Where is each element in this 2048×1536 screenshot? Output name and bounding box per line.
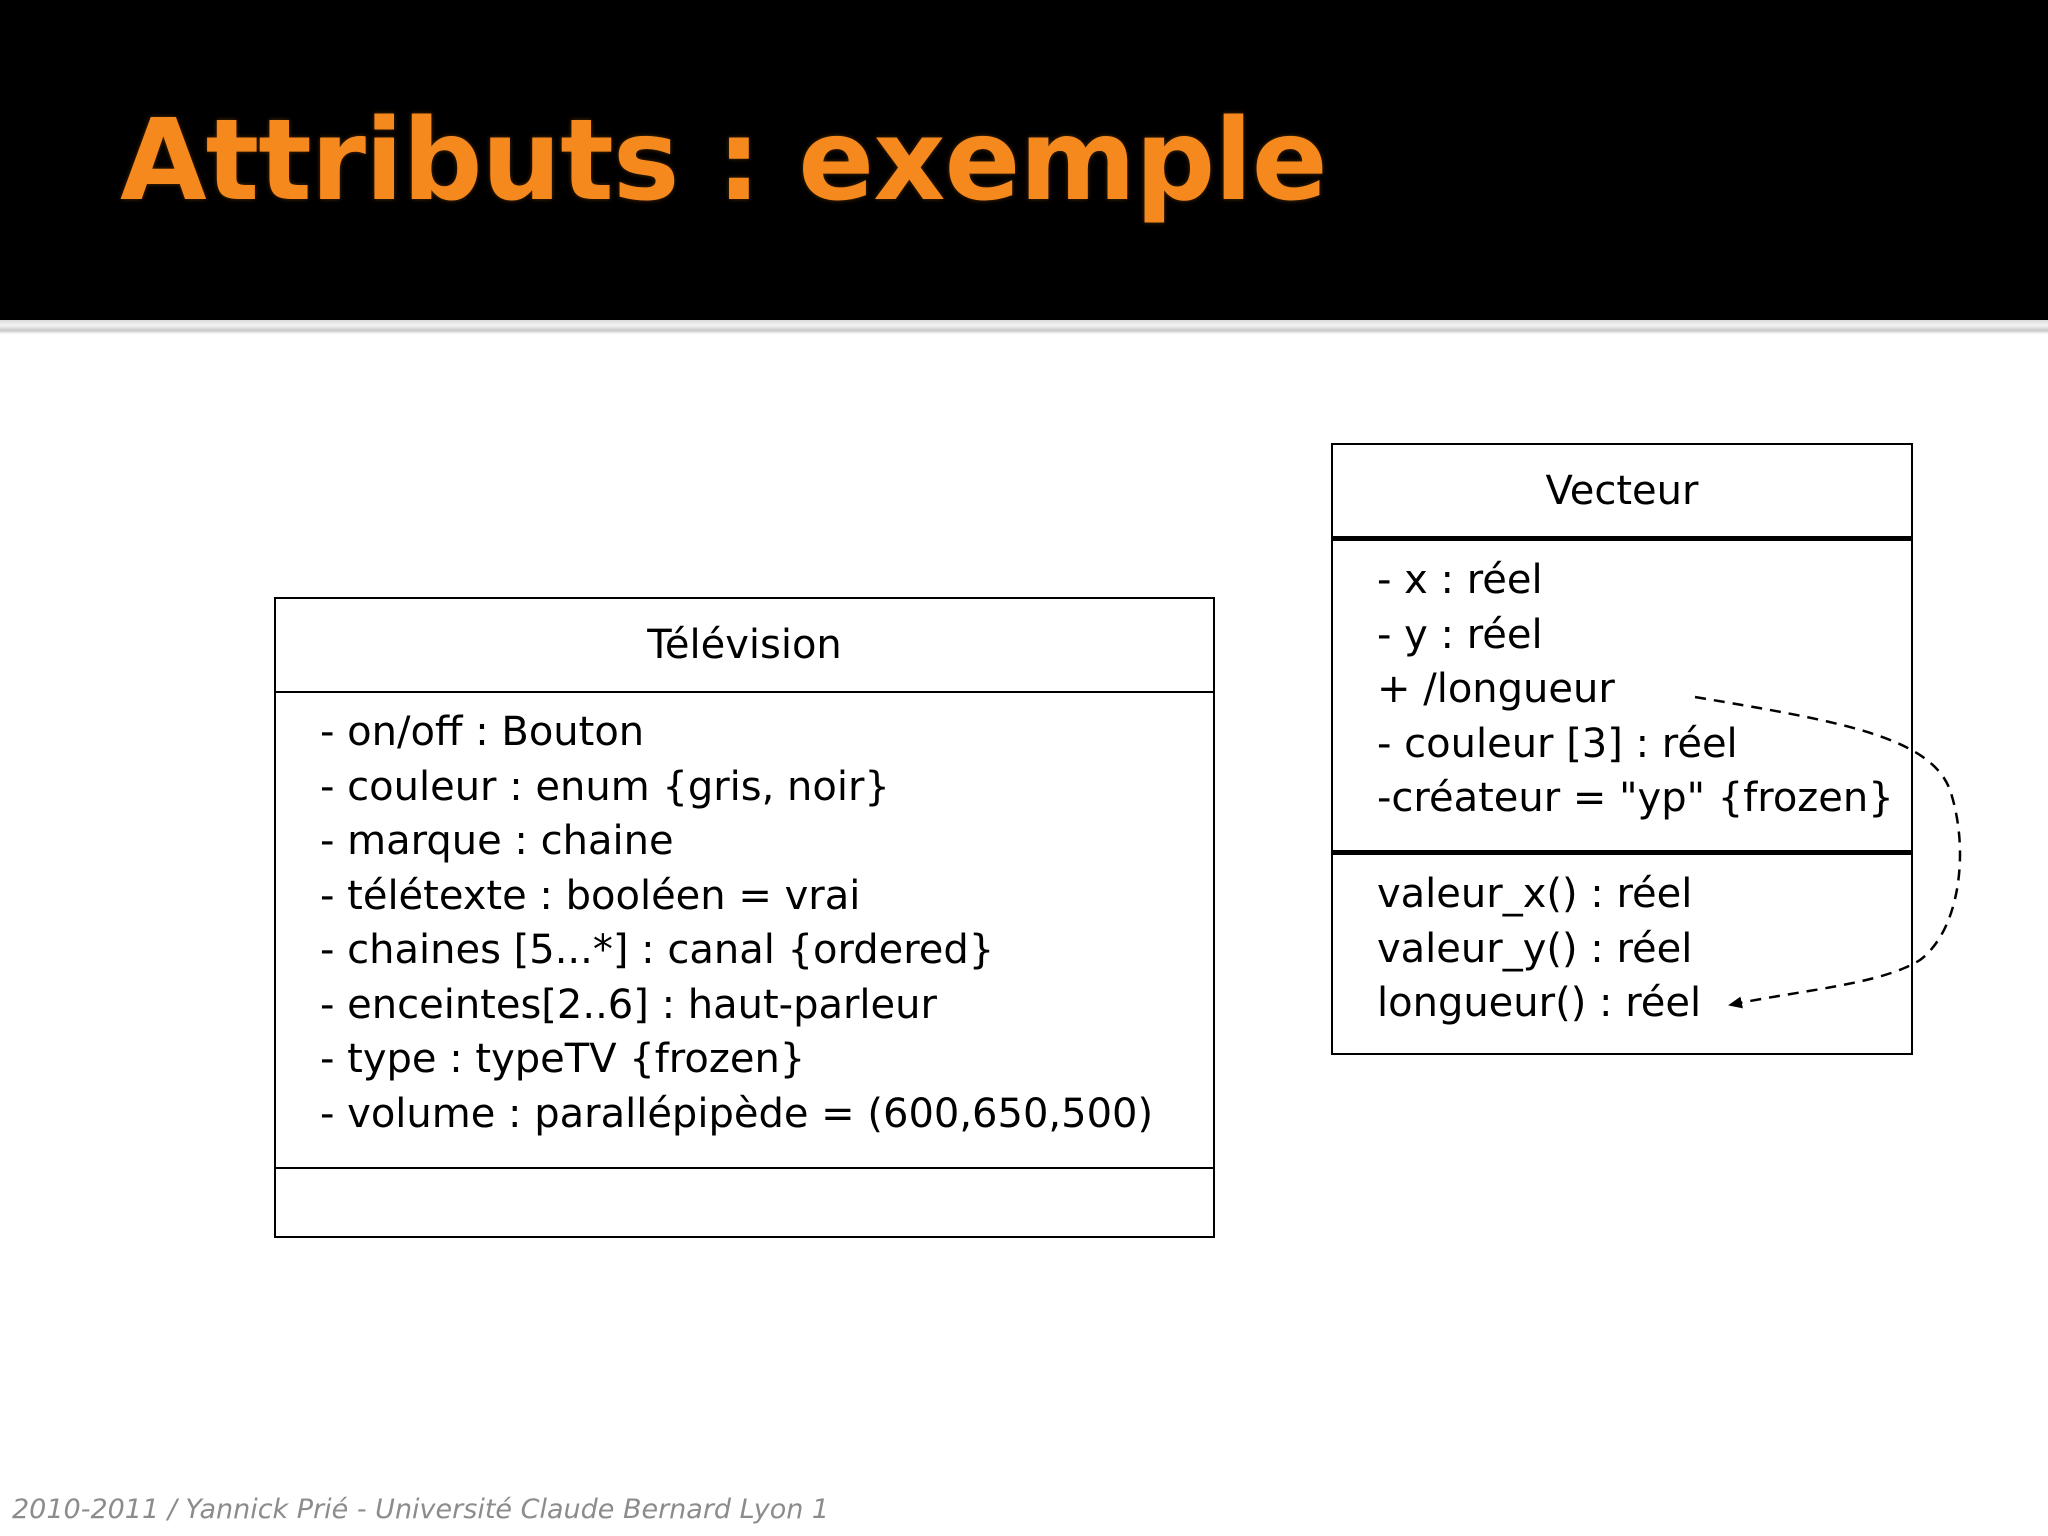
television-attribute: - type : typeTV {frozen} bbox=[320, 1036, 806, 1082]
vecteur-attributes: - x : réel - y : réel + /longueur - coul… bbox=[1333, 541, 1911, 855]
vecteur-attribute: - y : réel bbox=[1377, 611, 1543, 658]
vecteur-attribute: - couleur [3] : réel bbox=[1377, 720, 1738, 767]
television-attribute: - chaines [5...*] : canal {ordered} bbox=[320, 927, 995, 973]
vecteur-operation-longueur: longueur() : réel bbox=[1377, 980, 1702, 1026]
television-attribute: - télétexte : booléen = vrai bbox=[320, 872, 861, 919]
television-attribute: - enceintes[2..6] : haut-parleur bbox=[320, 981, 937, 1028]
vecteur-class-box: Vecteur - x : réel - y : réel + /longueu… bbox=[1331, 443, 1913, 1055]
television-class-name: Télévision bbox=[276, 599, 1213, 693]
television-attribute: - couleur : enum {gris, noir} bbox=[320, 763, 890, 810]
vecteur-class-name: Vecteur bbox=[1333, 445, 1911, 541]
slide-title: Attributs : exemple bbox=[120, 96, 1328, 226]
vecteur-operation: valeur_x() : réel bbox=[1377, 871, 1693, 917]
television-operations bbox=[276, 1169, 1213, 1235]
vecteur-attribute-derived: + /longueur bbox=[1377, 666, 1615, 712]
vecteur-operations: valeur_x() : réel valeur_y() : réel long… bbox=[1333, 855, 1911, 1055]
header-divider bbox=[0, 320, 2048, 334]
vecteur-attribute: - x : réel bbox=[1377, 557, 1543, 603]
slide-header: Attributs : exemple bbox=[0, 0, 2048, 320]
vecteur-attribute: -créateur = "yp" {frozen} bbox=[1377, 775, 1894, 821]
slide-footer: 2010-2011 / Yannick Prié - Université Cl… bbox=[12, 1494, 830, 1525]
television-attribute: - marque : chaine bbox=[320, 818, 674, 864]
television-attributes: - on/off : Bouton - couleur : enum {gris… bbox=[276, 693, 1213, 1169]
television-class-box: Télévision - on/off : Bouton - couleur :… bbox=[274, 597, 1215, 1238]
vecteur-operation: valeur_y() : réel bbox=[1377, 925, 1693, 972]
television-attribute: - on/off : Bouton bbox=[320, 709, 645, 755]
television-attribute: - volume : parallépipède = (600,650,500) bbox=[320, 1090, 1154, 1137]
